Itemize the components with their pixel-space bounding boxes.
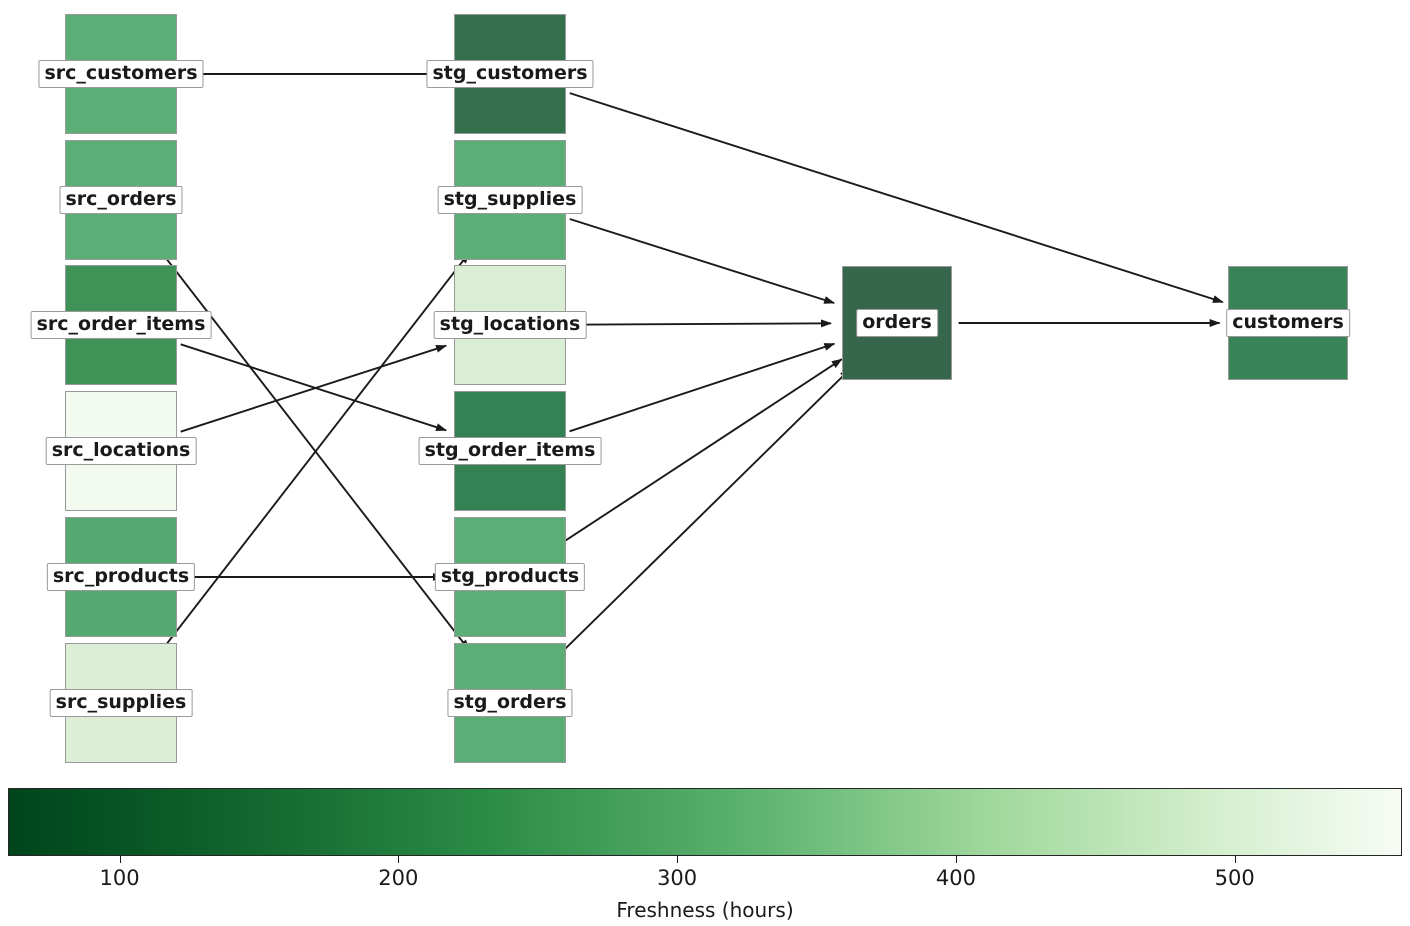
edge-stg_customers-to-customers	[569, 92, 1224, 304]
edge-stg_products-to-orders	[561, 358, 843, 544]
edge-src_locations-to-stg_locations	[180, 344, 448, 433]
node-label-stg_locations: stg_locations	[433, 311, 587, 339]
node-label-src_products: src_products	[46, 563, 196, 591]
node-label-customers: customers	[1226, 309, 1350, 337]
node-label-src_supplies: src_supplies	[49, 689, 193, 717]
edge-src_order_items-to-stg_order_items	[180, 343, 448, 432]
colorbar: 100 200 300 400 500 Freshness (hours)	[0, 780, 1410, 926]
node-label-src_locations: src_locations	[45, 437, 197, 465]
colorbar-gradient[interactable]	[8, 788, 1402, 856]
node-label-stg_customers: stg_customers	[426, 60, 594, 88]
node-label-stg_order_items: stg_order_items	[418, 437, 602, 465]
node-label-stg_supplies: stg_supplies	[437, 186, 583, 214]
colorbar-tick	[119, 856, 121, 863]
node-label-orders: orders	[856, 309, 938, 337]
node-label-stg_products: stg_products	[434, 563, 586, 591]
edge-stg_supplies-to-orders	[569, 218, 836, 304]
edge-layer	[158, 73, 1224, 660]
colorbar-tick	[398, 856, 400, 863]
colorbar-tick-label: 500	[1214, 866, 1255, 890]
colorbar-tick-label: 100	[99, 866, 140, 890]
colorbar-tick	[677, 856, 679, 863]
colorbar-tick-label: 400	[935, 866, 976, 890]
edge-src_supplies-to-stg_supplies	[158, 252, 470, 654]
node-label-src_orders: src_orders	[59, 186, 183, 214]
node-label-src_customers: src_customers	[38, 60, 204, 88]
colorbar-tick-label: 200	[378, 866, 419, 890]
edge-stg_order_items-to-orders	[569, 342, 836, 433]
colorbar-axis-label: Freshness (hours)	[616, 898, 794, 922]
edges-group	[158, 73, 1224, 660]
colorbar-tick	[1234, 856, 1236, 863]
edge-stg_orders-to-orders	[554, 368, 851, 660]
edge-stg_locations-to-orders	[572, 319, 833, 328]
node-label-stg_orders: stg_orders	[447, 689, 573, 717]
colorbar-tick-label: 300	[657, 866, 698, 890]
colorbar-tick	[955, 856, 957, 863]
node-label-src_order_items: src_order_items	[30, 311, 212, 339]
